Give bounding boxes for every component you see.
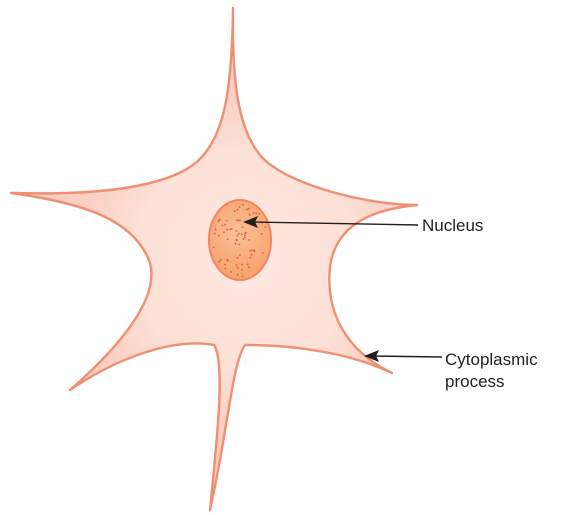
chromatin-dot	[223, 231, 225, 233]
chromatin-dot	[244, 237, 246, 239]
nucleus	[209, 200, 271, 280]
chromatin-dot	[242, 227, 244, 229]
chromatin-dot	[241, 233, 243, 235]
chromatin-dot	[229, 229, 231, 231]
chromatin-dot	[236, 209, 238, 211]
chromatin-dot	[218, 261, 220, 263]
chromatin-dot	[215, 228, 217, 230]
chromatin-dot	[265, 226, 267, 228]
chromatin-dot	[249, 250, 251, 252]
chromatin-dot	[213, 247, 215, 249]
chromatin-dot	[236, 264, 238, 266]
chromatin-dot	[234, 210, 236, 212]
chromatin-dot	[248, 239, 250, 241]
chromatin-dot	[225, 268, 227, 270]
chromatin-dot	[236, 230, 238, 232]
chromatin-dot	[238, 233, 240, 235]
chromatin-dot	[243, 238, 245, 240]
chromatin-dot	[227, 238, 229, 240]
chromatin-dot	[242, 275, 244, 277]
chromatin-dot	[238, 220, 240, 222]
chromatin-dot	[242, 204, 244, 206]
chromatin-dot	[224, 224, 226, 226]
chromatin-dot	[237, 267, 239, 269]
chromatin-dot	[251, 249, 253, 251]
chromatin-dot	[253, 250, 255, 252]
cytoplasmic-process-label-line2: process	[445, 371, 538, 393]
chromatin-dot	[218, 235, 220, 237]
chromatin-dot	[245, 232, 247, 234]
chromatin-dot	[224, 264, 226, 266]
nucleus-label: Nucleus	[422, 215, 483, 237]
chromatin-dot	[251, 254, 253, 256]
chromatin-dot	[226, 229, 228, 231]
chromatin-dot	[231, 228, 233, 230]
cytoplasmic-process-label-line1: Cytoplasmic	[445, 349, 538, 371]
chromatin-dot	[237, 274, 239, 276]
cytoplasmic-process-label: Cytoplasmic process	[445, 349, 538, 393]
chromatin-dot	[253, 212, 255, 214]
chromatin-dot	[226, 259, 228, 261]
chromatin-dot	[239, 244, 241, 246]
chromatin-dot	[236, 235, 238, 237]
chromatin-dot	[246, 209, 248, 211]
chromatin-dot	[226, 220, 228, 222]
chromatin-dot	[220, 259, 222, 261]
chromatin-dot	[241, 269, 243, 271]
cytoplasmic-process-pointer	[364, 350, 442, 362]
chromatin-dot	[236, 257, 238, 259]
chromatin-dot	[258, 213, 260, 215]
chromatin-dot	[230, 271, 232, 273]
chromatin-dot	[244, 235, 246, 237]
chromatin-dot	[249, 214, 251, 216]
chromatin-dot	[239, 206, 241, 208]
chromatin-dot	[247, 264, 249, 266]
chromatin-dot	[214, 233, 216, 235]
chromatin-dot	[218, 220, 220, 222]
chromatin-dot	[255, 212, 257, 214]
chromatin-dot	[236, 239, 238, 241]
chromatin-dot	[248, 208, 250, 210]
chromatin-dot	[261, 233, 263, 235]
chromatin-dot	[250, 257, 252, 259]
chromatin-dot	[241, 264, 243, 266]
chromatin-dot	[235, 243, 237, 245]
chromatin-dot	[262, 252, 264, 254]
chromatin-dot	[219, 219, 221, 221]
chromatin-dot	[222, 225, 224, 227]
chromatin-dot	[239, 254, 241, 256]
chromatin-dot	[248, 266, 250, 268]
